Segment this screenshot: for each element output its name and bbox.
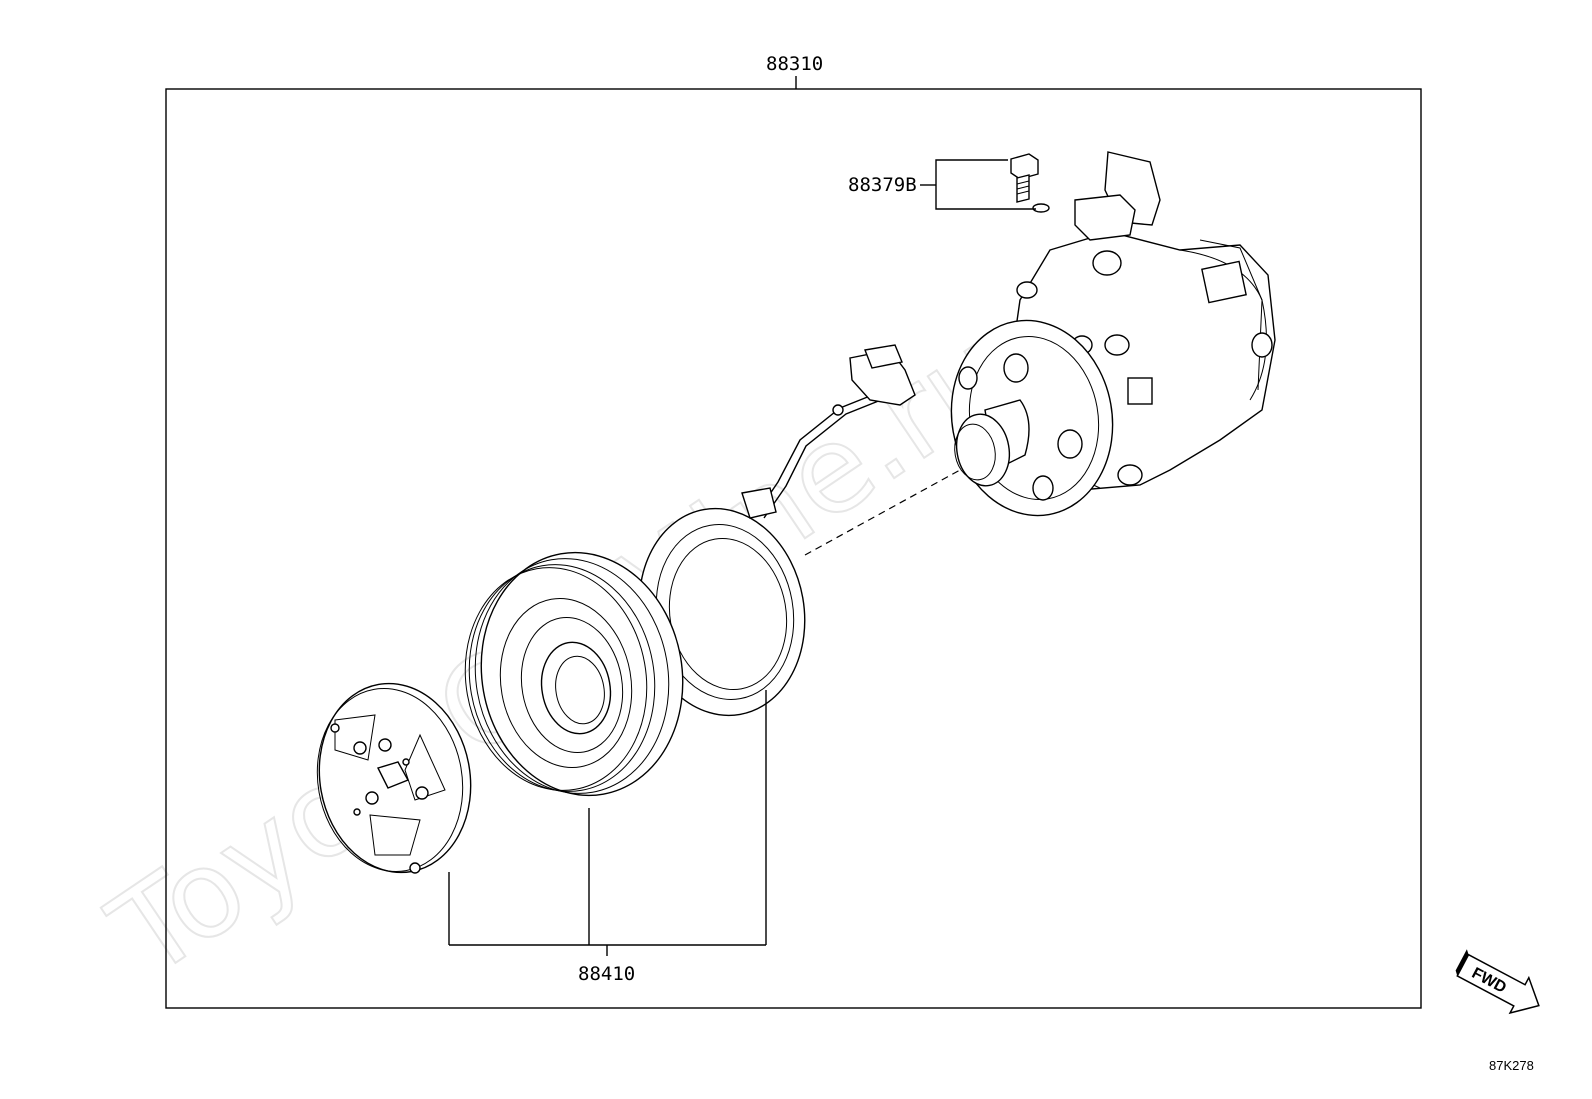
pulley — [464, 551, 684, 797]
compressor-front-face — [950, 319, 1114, 517]
callout-88410[interactable]: 88410 — [578, 963, 635, 985]
assembly-frame — [165, 88, 1422, 1009]
callout-88310[interactable]: 88310 — [766, 53, 823, 75]
pressure-plate — [316, 682, 472, 874]
assembly-axis-dashed — [804, 469, 961, 556]
fwd-arrow-icon: FWD — [1455, 949, 1540, 1015]
callout-88379b[interactable]: 88379B — [848, 174, 917, 196]
figure-ref: 87K278 — [1489, 1058, 1534, 1073]
leader-88379b — [920, 159, 1036, 210]
relief-valve-part — [1010, 153, 1050, 213]
leader-88410 — [448, 690, 767, 956]
